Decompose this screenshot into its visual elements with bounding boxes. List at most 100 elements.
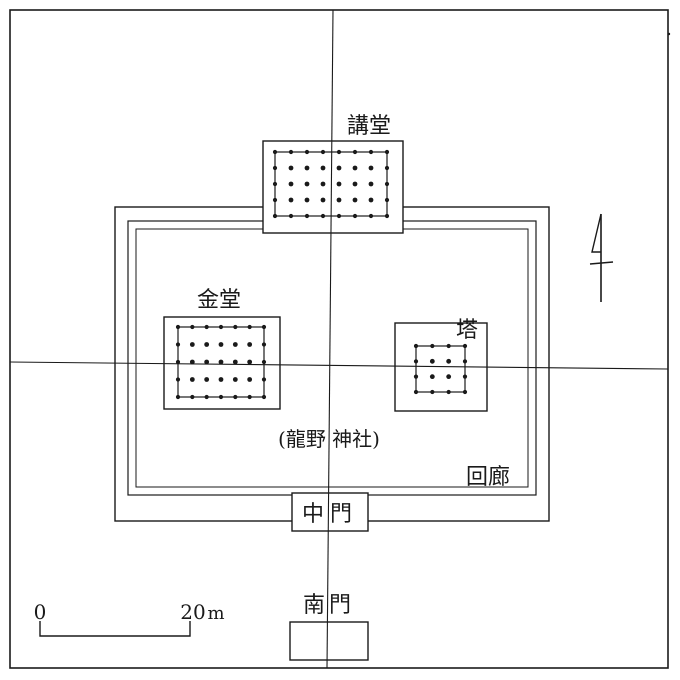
pillar-dot: [233, 394, 238, 400]
scale-bar: 0 20 m: [34, 600, 225, 637]
pillar-dot: [233, 324, 238, 330]
pillar-dot: [384, 197, 390, 203]
pillar-dot: [430, 389, 435, 395]
pillar-dot: [218, 377, 224, 382]
pillar-dot: [320, 165, 326, 171]
scale-zero-label: 0: [34, 600, 47, 624]
middle-gate-label: 中門: [302, 502, 358, 527]
pillar-dot: [261, 324, 267, 330]
pillar-dot: [204, 394, 209, 400]
scale-unit-label: m: [207, 603, 224, 624]
pillar-dot: [304, 165, 310, 171]
pillar-dot: [218, 342, 224, 347]
pillar-dot: [218, 394, 224, 400]
pillar-dot: [204, 377, 210, 382]
pillar-dot: [272, 149, 278, 155]
vertical-axis-line: [326, 9, 334, 669]
pillar-dot: [175, 324, 181, 330]
lecture-hall-label: 講堂: [347, 114, 391, 139]
south-gate-label: 南門: [303, 593, 355, 618]
pillar-dot: [304, 149, 310, 155]
pillar-dot: [247, 359, 253, 365]
pillar-dot: [320, 197, 326, 203]
pillar-dot: [429, 374, 435, 380]
pillar-dot: [462, 359, 468, 364]
pillar-dot: [384, 181, 390, 187]
pillar-dot: [446, 358, 452, 364]
pillar-dot: [189, 342, 195, 347]
pillar-dot: [288, 149, 294, 155]
golden-hall-label: 金堂: [197, 288, 241, 313]
pillar-dot: [247, 324, 252, 330]
pillar-dot: [320, 149, 326, 155]
pillar-dot: [189, 359, 195, 365]
shrine-label: (龍野 神社): [278, 427, 380, 451]
pillar-dot: [288, 165, 294, 171]
north-arrow-icon: [589, 213, 614, 302]
pillar-dot: [384, 213, 390, 219]
pillar-dot: [352, 213, 358, 219]
pillar-dot: [288, 197, 294, 203]
pillar-dot: [462, 374, 468, 379]
pillar-dot: [272, 181, 278, 187]
pillar-dot: [232, 342, 238, 347]
south-gate-outline: [289, 621, 369, 661]
pillar-dot: [368, 197, 374, 203]
pillar-dot: [190, 324, 195, 330]
pillar-dot: [413, 359, 419, 364]
pagoda: 塔: [394, 318, 488, 412]
pillar-dot: [218, 324, 224, 330]
middle-gate-outline: [291, 492, 369, 532]
scale-twenty-label: 20: [180, 600, 205, 624]
pillar-dot: [304, 213, 310, 219]
pillar-dot: [429, 358, 435, 364]
pillar-dot: [384, 165, 390, 171]
pillar-dot: [272, 197, 278, 203]
pillar-dot: [352, 197, 358, 203]
pillar-dot: [261, 359, 267, 365]
corridor-label: 回廊: [466, 465, 510, 490]
pillar-dot: [288, 213, 294, 219]
pillar-dot: [462, 343, 468, 349]
pillar-dot: [336, 181, 342, 187]
middle-gate: [291, 492, 369, 532]
outer-frame: [9, 9, 669, 669]
pillar-dot: [261, 377, 267, 382]
pagoda-label: 塔: [456, 318, 478, 343]
pillar-dot: [272, 213, 278, 219]
pillar-dot: [368, 181, 374, 187]
corridor-inner-wall: [127, 220, 537, 496]
pillar-dot: [352, 181, 358, 187]
lecture-hall-outline: [262, 140, 404, 234]
pagoda-pillars: [413, 343, 468, 395]
pillar-dot: [336, 165, 342, 171]
pillar-dot: [218, 359, 224, 365]
pillar-dot: [352, 149, 358, 155]
golden-hall-pillars: [175, 324, 267, 400]
pillar-dot: [247, 377, 253, 382]
pillar-dot: [190, 394, 195, 400]
pillar-dot: [446, 389, 451, 395]
pillar-dot: [320, 213, 326, 219]
pillar-dot: [336, 197, 342, 203]
pillar-dot: [272, 165, 278, 171]
pillar-dot: [413, 389, 419, 395]
pillar-dot: [413, 343, 419, 349]
pillar-dot: [232, 377, 238, 382]
pillar-dot: [320, 181, 326, 187]
pillar-dot: [368, 165, 374, 171]
pillar-dot: [261, 342, 267, 347]
pillar-dot: [430, 343, 435, 349]
pillar-dot: [368, 213, 374, 219]
pillar-dot: [175, 377, 181, 382]
pillar-dot: [413, 374, 419, 379]
pillar-dot: [247, 342, 253, 347]
pillar-dot: [204, 342, 210, 347]
pillar-dot: [175, 359, 181, 365]
golden-hall-outline: [163, 316, 281, 410]
pillar-dot: [204, 359, 210, 365]
golden-hall: 金堂: [163, 288, 281, 410]
edge-mark: [667, 32, 671, 36]
